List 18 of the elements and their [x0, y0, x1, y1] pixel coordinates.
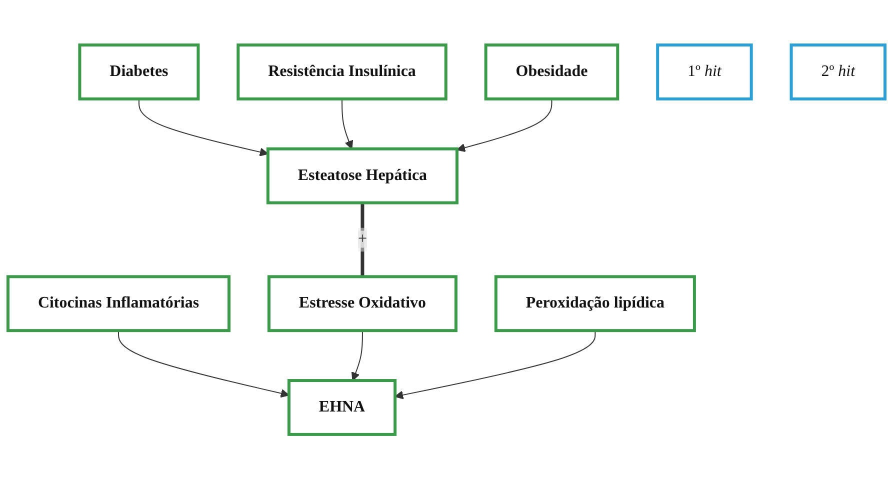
arrow: [456, 98, 552, 152]
arrow: [138, 98, 268, 157]
node-box: Citocinas Inflamatórias: [6, 275, 231, 332]
node-box: EHNA: [287, 379, 397, 436]
node-box: Estresse Oxidativo: [267, 275, 458, 332]
node-box: Resistência Insulínica: [236, 44, 448, 101]
node-box: Diabetes: [78, 44, 200, 101]
arrow: [118, 330, 290, 398]
arrow: [351, 330, 363, 382]
arrow: [394, 330, 596, 400]
connector: [360, 203, 364, 277]
node-box: Peroxidação lipídica: [494, 275, 696, 332]
edge-label: +: [358, 231, 367, 248]
node-box: Obesidade: [484, 44, 620, 101]
node-box: 2º hit: [790, 44, 886, 101]
node-box: Esteatose Hepática: [266, 148, 458, 205]
node-box: 1º hit: [656, 44, 753, 101]
arrow: [342, 98, 354, 150]
